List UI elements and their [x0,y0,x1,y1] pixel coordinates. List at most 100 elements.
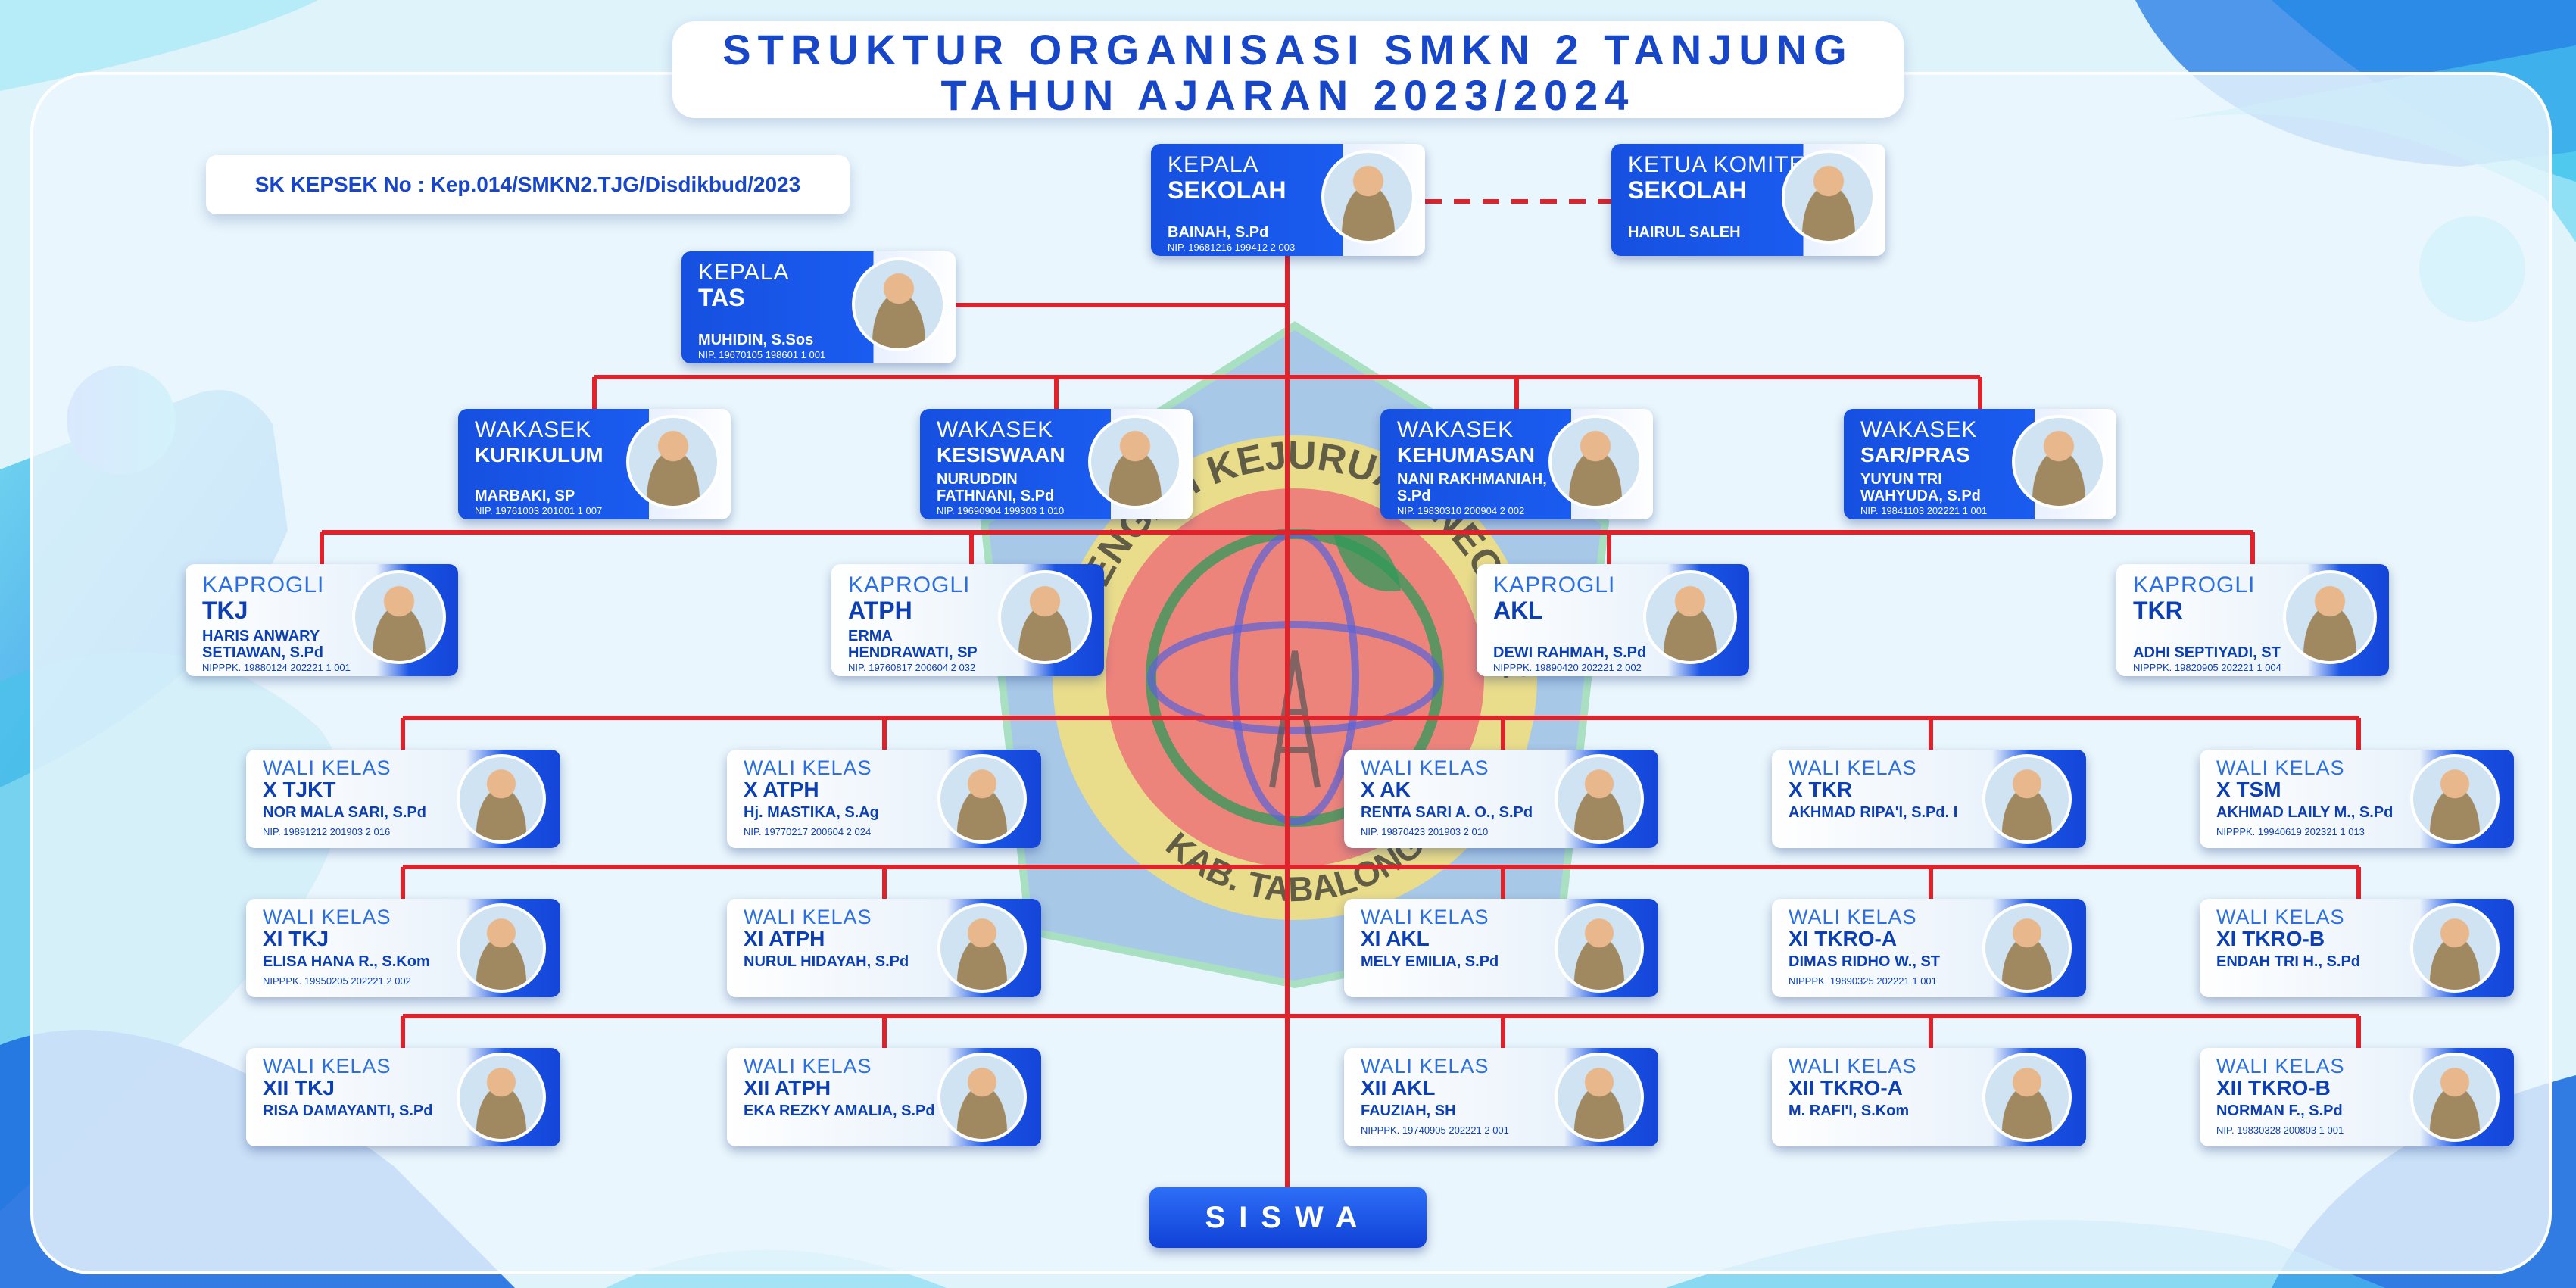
avatar [1982,903,2072,993]
avatar [457,754,546,844]
card-unit: XI TKRO-B [2216,927,2325,950]
avatar [1782,150,1876,244]
avatar [937,754,1027,844]
avatar [998,570,1092,664]
card-nip: NIP. 19681216 199412 2 003 [1168,242,1296,253]
card-kepala-tas: KEPALA TAS MUHIDIN, S.Sos NIP. 19670105 … [681,251,956,363]
card-nip: NIPPPK. 19950205 202221 2 002 [263,975,411,987]
card-kaprogli: KAPROGLI TKJ HARIS ANWARY SETIAWAN, S.Pd… [186,564,458,676]
card-name: BAINAH, S.Pd [1168,224,1269,241]
avatar [2410,754,2500,844]
card-unit: TKJ [202,597,248,624]
card-nip: NIPPPK. 19890420 202221 2 002 [1493,662,1642,673]
card-nip: NIP. 19830328 200803 1 001 [2216,1124,2344,1136]
card-nip: NIP. 19870423 201903 2 010 [1361,826,1489,837]
card-role: WALI KELAS [1789,906,1917,928]
card-role: WALI KELAS [1789,1055,1917,1077]
avatar [457,1053,546,1142]
card-nip: NIPPPK. 19890325 202221 1 001 [1789,975,1937,987]
card-role: WALI KELAS [2216,756,2345,779]
card-unit: XI TKRO-A [1789,927,1898,950]
card-role: KETUA KOMITE [1628,152,1805,177]
card-unit: XII TKRO-A [1789,1076,1903,1099]
card-role: WALI KELAS [263,1055,391,1077]
sk-decree-label: SK KEPSEK No : Kep.014/SMKN2.TJG/Disdikb… [206,155,850,214]
card-name: ENDAH TRI H., S.Pd [2216,953,2361,970]
avatar [1548,415,1642,509]
avatar [1555,1053,1644,1142]
avatar [1555,903,1644,993]
card-name: HAIRUL SALEH [1628,224,1741,241]
card-nip: NIP. 19830310 200904 2 002 [1397,505,1525,516]
card-unit: XII TKJ [263,1076,335,1099]
card-unit: X ATPH [744,778,819,801]
card-kaprogli: KAPROGLI ATPH ERMA HENDRAWATI, SP NIP. 1… [831,564,1104,676]
card-unit: TKR [2133,597,2183,624]
card-role: WAKASEK [1860,417,1978,442]
card-unit: XI ATPH [744,927,825,950]
card-unit: XII ATPH [744,1076,831,1099]
card-role: WALI KELAS [263,756,391,779]
card-unit: ATPH [848,597,912,624]
card-name: NURUL HIDAYAH, S.Pd [744,953,909,970]
title-line-2: TAHUN AJARAN 2023/2024 [940,71,1636,119]
avatar [852,257,946,351]
card-wakasek: WAKASEK SAR/PRAS YUYUN TRI WAHYUDA, S.Pd… [1844,409,2116,519]
card-unit: X AK [1361,778,1411,801]
card-unit: XII TKRO-B [2216,1076,2331,1099]
card-name: ERMA HENDRAWATI, SP [848,628,978,661]
card-role: WAKASEK [937,417,1054,442]
card-role: WALI KELAS [1789,756,1917,779]
card-role: WAKASEK [475,417,592,442]
card-unit: SEKOLAH [1168,176,1286,204]
card-nip: NIP. 19891212 201903 2 016 [263,826,391,837]
card-role: WALI KELAS [744,756,872,779]
card-role: KAPROGLI [2133,572,2256,597]
card-name: RENTA SARI A. O., S.Pd [1361,804,1533,821]
avatar [457,903,546,993]
card-name: RISA DAMAYANTI, S.Pd [263,1102,433,1119]
card-name: DIMAS RIDHO W., ST [1789,953,1940,970]
card-name: MUHIDIN, S.Sos [698,332,814,348]
avatar [937,1053,1027,1142]
card-nip: NIP. 19841103 202221 1 001 [1860,505,1988,516]
card-nip: NIP. 19760817 200604 2 032 [848,662,976,673]
card-nip: NIPPPK. 19880124 202221 1 001 [202,662,351,673]
card-kaprogli: KAPROGLI TKR ADHI SEPTIYADI, ST NIPPPK. … [2116,564,2389,676]
card-unit: X TSM [2216,778,2281,801]
page-title: STRUKTUR ORGANISASI SMKN 2 TANJUNG TAHUN… [672,21,1904,118]
card-role: KEPALA [698,260,790,285]
card-role: KEPALA [1168,152,1259,177]
avatar [937,903,1027,993]
avatar [2410,1053,2500,1142]
card-name: M. RAFI'I, S.Kom [1789,1102,1910,1119]
card-unit: X TJKT [263,778,336,801]
card-role: KAPROGLI [848,572,971,597]
card-nip: NIPPPK. 19820905 202221 1 004 [2133,662,2281,673]
card-name: NOR MALA SARI, S.Pd [263,804,426,821]
avatar [2410,903,2500,993]
avatar [1321,150,1415,244]
card-unit: XII AKL [1361,1076,1436,1099]
card-name: ELISA HANA R., S.Kom [263,953,430,970]
card-nip: NIP. 19770217 200604 2 024 [744,826,872,837]
card-name: YUYUN TRI WAHYUDA, S.Pd [1860,471,1981,504]
card-wakasek: WAKASEK KURIKULUM MARBAKI, SP NIP. 19761… [458,409,731,519]
card-role: WALI KELAS [263,906,391,928]
card-name: HARIS ANWARY SETIAWAN, S.Pd [202,628,324,661]
card-name: NORMAN F., S.Pd [2216,1102,2343,1119]
card-unit: KESISWAAN [937,443,1065,466]
card-unit: X TKR [1789,778,1852,801]
